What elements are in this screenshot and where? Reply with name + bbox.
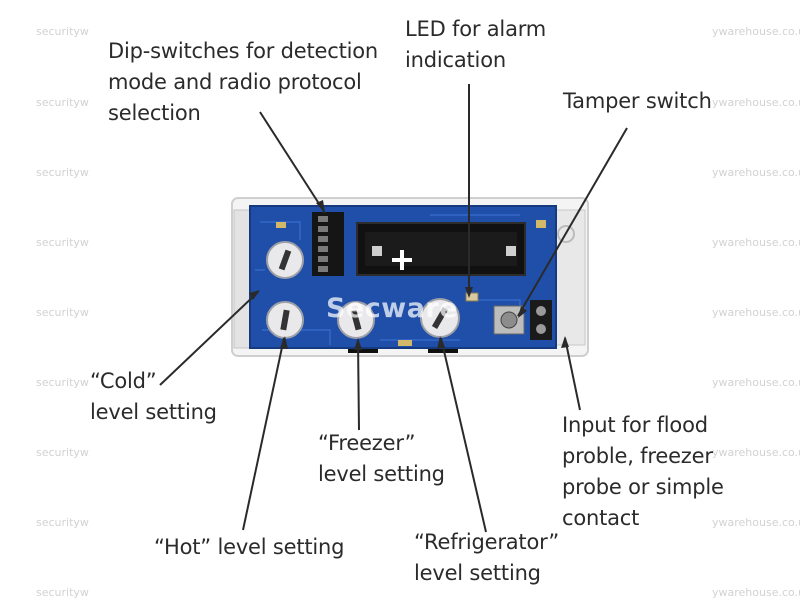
pot-cold [266, 241, 304, 279]
pot-hot [266, 301, 304, 339]
watermark-right: ywarehouse.co.u [712, 376, 800, 389]
dip-switch-levers [318, 216, 328, 272]
alarm-led [465, 292, 479, 302]
watermark-left: securityw [36, 96, 89, 109]
watermark-right: ywarehouse.co.u [712, 236, 800, 249]
watermark-left: securityw [36, 516, 89, 529]
watermark-left: securityw [36, 586, 89, 599]
label-dip-switches: Dip-switches for detection mode and radi… [108, 39, 379, 125]
board-watermark-text: Secware [326, 293, 459, 324]
housing-left-lip [233, 209, 251, 349]
dip-switch-block [312, 212, 344, 276]
watermark-left: securityw [36, 306, 89, 319]
watermark-left: securityw [36, 25, 89, 38]
watermark-right: ywarehouse.co.u [712, 166, 800, 179]
watermark-left: securityw [36, 446, 89, 459]
label-cold: “Cold” level setting [90, 369, 217, 424]
watermark-right: ywarehouse.co.u [712, 25, 800, 38]
battery-holder-inner [365, 232, 517, 266]
plus-sign [392, 250, 412, 270]
label-refrigerator: “Refrigerator” level setting [414, 530, 560, 585]
label-freezer: “Freezer” level setting [318, 431, 445, 486]
label-hot: “Hot” level setting [154, 535, 345, 559]
watermark-left: securityw [36, 236, 89, 249]
pot-refrigerator [420, 298, 460, 338]
battery-contact-right [506, 246, 516, 256]
watermark-right: ywarehouse.co.u [712, 446, 800, 459]
label-tamper-switch: Tamper switch [563, 89, 712, 113]
watermark-left: securityw [36, 166, 89, 179]
label-led: LED for alarm indication [405, 17, 547, 72]
watermark-right: ywarehouse.co.u [712, 96, 800, 109]
watermark-left: securityw [36, 376, 89, 389]
label-input: Input for flood proble, freezer probe or… [562, 413, 724, 530]
watermark-right: ywarehouse.co.u [712, 306, 800, 319]
battery-contact-left [372, 246, 382, 256]
watermark-right: ywarehouse.co.u [712, 586, 800, 599]
watermark-right: ywarehouse.co.u [712, 516, 800, 529]
